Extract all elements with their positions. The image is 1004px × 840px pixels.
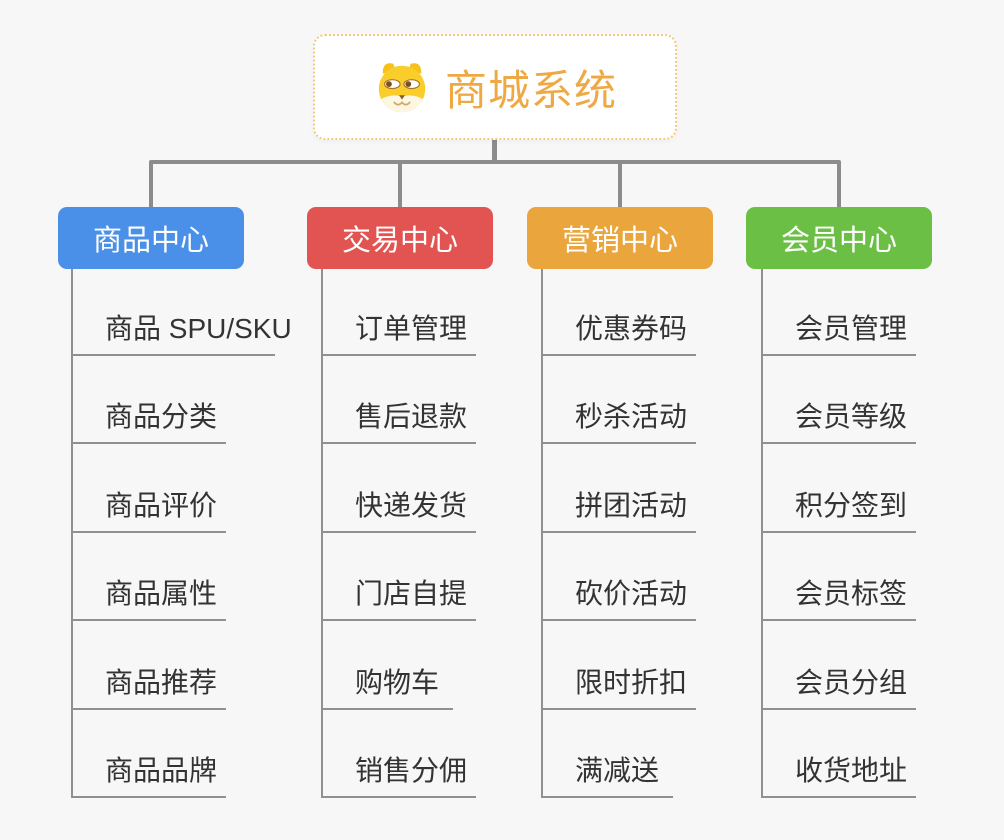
root-connector-line — [492, 139, 497, 164]
node-item[interactable]: 销售分佣 — [321, 750, 476, 798]
node-item[interactable]: 会员分组 — [761, 662, 916, 710]
branch-spine-line — [71, 269, 73, 798]
node-item[interactable]: 积分签到 — [761, 485, 916, 533]
branch-header-marketing[interactable]: 营销中心 — [527, 207, 713, 269]
node-item[interactable]: 购物车 — [321, 662, 453, 710]
branch-label: 商品中心 — [92, 225, 209, 257]
branch-header-member[interactable]: 会员中心 — [746, 207, 932, 269]
node-item[interactable]: 砍价活动 — [541, 573, 696, 621]
branch-label: 营销中心 — [561, 225, 678, 257]
branch-drop-line — [149, 162, 153, 208]
branch-spine-line — [541, 269, 543, 798]
node-item[interactable]: 会员标签 — [761, 573, 916, 621]
branch-spine-line — [761, 269, 763, 798]
node-item[interactable]: 商品品牌 — [71, 750, 226, 798]
node-item[interactable]: 商品属性 — [71, 573, 226, 621]
node-item[interactable]: 会员管理 — [761, 308, 916, 356]
node-item[interactable]: 商品分类 — [71, 396, 226, 444]
branch-label: 会员中心 — [780, 225, 897, 257]
node-item[interactable]: 秒杀活动 — [541, 396, 696, 444]
branch-bus-line — [149, 160, 841, 164]
branch-label: 交易中心 — [341, 225, 458, 257]
branch-spine-line — [321, 269, 323, 798]
node-item[interactable]: 满减送 — [541, 750, 673, 798]
node-item[interactable]: 商品评价 — [71, 485, 226, 533]
node-item[interactable]: 商品推荐 — [71, 662, 226, 710]
root-node[interactable]: 商城系统 — [313, 34, 677, 140]
node-item[interactable]: 拼团活动 — [541, 485, 696, 533]
node-item[interactable]: 限时折扣 — [541, 662, 696, 710]
branch-header-trade[interactable]: 交易中心 — [307, 207, 493, 269]
node-item[interactable]: 售后退款 — [321, 396, 476, 444]
root-title: 商城系统 — [444, 66, 617, 114]
node-item[interactable]: 订单管理 — [321, 308, 476, 356]
branch-header-product[interactable]: 商品中心 — [58, 207, 244, 269]
branch-drop-line — [837, 162, 841, 208]
node-item[interactable]: 商品 SPU/SKU — [71, 308, 292, 356]
branch-drop-line — [618, 162, 622, 208]
node-item[interactable]: 门店自提 — [321, 573, 476, 621]
node-item[interactable]: 快递发货 — [321, 485, 476, 533]
node-item[interactable]: 会员等级 — [761, 396, 916, 444]
node-item[interactable]: 收货地址 — [761, 750, 916, 798]
dog-face-icon — [378, 63, 426, 113]
branch-drop-line — [398, 162, 402, 208]
node-item[interactable]: 优惠券码 — [541, 308, 696, 356]
